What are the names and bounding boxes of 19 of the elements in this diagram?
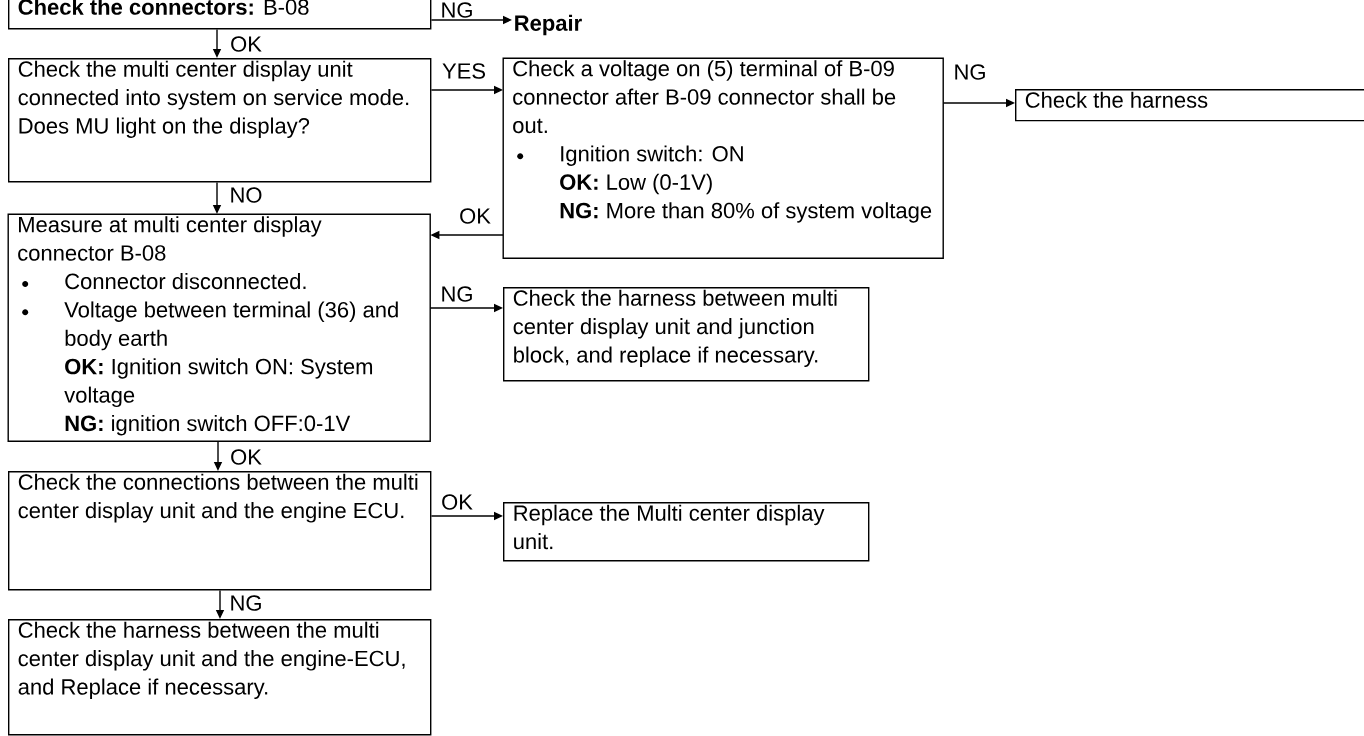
edge-label: OK — [229, 35, 263, 53]
edge-label: NG — [439, 1, 475, 19]
edge-label: NG — [952, 63, 988, 81]
process-box: Check the harness between the multi center display unit and the engine-ECU, and Replace if necessary. — [8, 619, 432, 736]
edge-label: NG — [228, 594, 264, 612]
process-box: Measure at multi center display connector B-08 Connector disconnected. Voltage between terminal (36) and body earth OK: Ignition switch ON: System voltage NG: ignition switch OFF:0-1V — [7, 213, 431, 442]
edge-label: OK — [458, 207, 492, 225]
edge-label: NO — [228, 186, 264, 204]
edge-label: OK — [440, 493, 474, 511]
process-box: Check the connections between the multi center display unit and the engine ECU. — [8, 471, 432, 591]
process-box: Replace the Multi center display unit. — [503, 502, 870, 562]
process-box: Check the harness between multi center display unit and junction block, and replace if necessary. — [503, 287, 870, 382]
action-text: Repair — [515, 14, 582, 36]
edge-label: NG — [439, 285, 475, 303]
process-box: Check the harness — [1015, 89, 1364, 122]
edge-label: OK — [229, 448, 263, 466]
process-box: Check a voltage on (5) terminal of B-09 connector after B-09 connector shall be out. Ignition switch: ON OK: Low (0-1V) NG: More than 80% of system voltage — [502, 57, 944, 259]
process-box: Check the multi center display unit connected into system on service mode. Does MU light on the display? — [8, 58, 432, 183]
edge-label: YES — [441, 62, 487, 80]
